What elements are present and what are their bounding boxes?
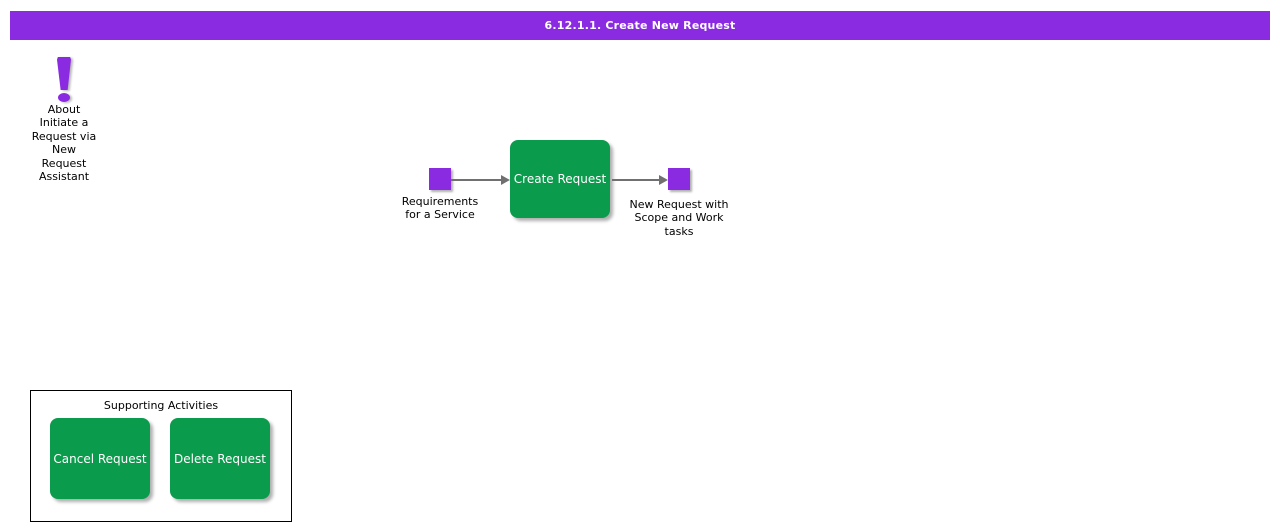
flow-arrow-output-head bbox=[659, 175, 668, 185]
output-workproduct-icon[interactable] bbox=[668, 168, 690, 190]
input-workproduct-icon[interactable] bbox=[429, 168, 451, 190]
cancel-request-activity[interactable]: Cancel Request bbox=[50, 418, 150, 499]
cancel-request-activity-label: Cancel Request bbox=[53, 451, 147, 466]
page-title: 6.12.1.1. Create New Request bbox=[544, 19, 736, 32]
about-note-label[interactable]: About Initiate a Request via New Request… bbox=[31, 103, 97, 184]
exclamation-dot bbox=[58, 93, 70, 102]
flow-arrow-input-head bbox=[501, 175, 510, 185]
supporting-activities-title: Supporting Activities bbox=[103, 399, 219, 412]
create-request-activity-label: Create Request bbox=[513, 172, 607, 186]
delete-request-activity-label: Delete Request bbox=[174, 451, 266, 466]
flow-arrow-output-line bbox=[612, 179, 660, 181]
flow-arrow-input-line bbox=[451, 179, 502, 181]
output-workproduct-label[interactable]: New Request with Scope and Work tasks bbox=[629, 198, 729, 238]
exclamation-bar bbox=[57, 57, 71, 90]
diagram-title-bar: 6.12.1.1. Create New Request bbox=[10, 11, 1270, 40]
delete-request-activity[interactable]: Delete Request bbox=[170, 418, 270, 499]
input-workproduct-label[interactable]: Requirements for a Service bbox=[401, 195, 479, 222]
create-request-activity[interactable]: Create Request bbox=[510, 140, 610, 218]
